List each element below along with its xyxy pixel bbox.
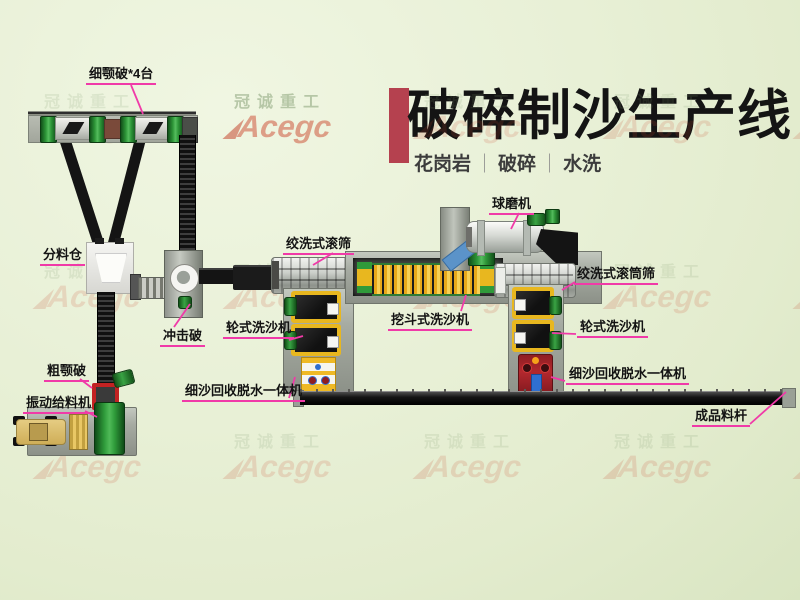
title-accent-bar: [389, 88, 409, 163]
end-cap-green: [357, 262, 372, 269]
label-dividing-bin: 分料仓: [40, 247, 86, 266]
label-fine-sand-right: 细沙回收脱水一体机: [566, 366, 690, 385]
subtitle-process-2: 水洗: [563, 154, 602, 175]
end-cap-green: [357, 286, 372, 293]
bin-inlet: [115, 238, 124, 244]
label-coarse-jaw: 粗颚破: [44, 363, 90, 382]
end-cap-yellow: [357, 269, 372, 286]
label-ball-mill: 球磨机: [489, 196, 535, 215]
loader-cab: [29, 423, 48, 441]
page-title: 破碎制沙生产线: [407, 86, 792, 146]
drum-cap: [272, 261, 279, 289]
conveyor-rollers: [300, 389, 784, 392]
callout-wheel-left: [288, 335, 304, 341]
washer-panel: [327, 303, 339, 315]
recycler-knob: [308, 376, 317, 385]
ball-mill-machine: [466, 220, 544, 256]
belt-left-diagonal: [58, 135, 105, 247]
callout-ball-mill: [510, 212, 520, 230]
washer-panel: [327, 336, 339, 348]
subtitle-divider: ｜: [540, 154, 560, 175]
callout-product: [749, 391, 787, 425]
label-wheel-washer-right: 轮式洗沙机: [577, 319, 649, 338]
fine-sand-recycler-left-machine: [301, 357, 336, 394]
label-fine-jaw: 细颚破*4台: [86, 66, 157, 85]
label-impact-crusher: 冲击破: [160, 328, 206, 347]
drum-motor: [233, 265, 273, 290]
callout-impact: [173, 303, 191, 328]
label-fine-sand-left: 细沙回收脱水一体机: [182, 383, 306, 402]
impact-crusher-rotor: [170, 264, 199, 293]
vertical-belt: [97, 292, 115, 386]
transfer-belt: [199, 268, 235, 284]
callout-drum-right: [561, 281, 576, 291]
drum-band: [496, 274, 574, 276]
recycler-knob: [315, 364, 321, 370]
dividing-bin: [86, 238, 134, 294]
recycler-wheel: [522, 363, 532, 373]
callout-bucket-washer: [460, 294, 467, 312]
bucket-elevator-belt: [179, 135, 196, 253]
end-cap-green: [480, 286, 495, 293]
callout-drum-left: [312, 252, 334, 266]
drum-band: [273, 279, 353, 281]
bucket-line-end-left: [357, 262, 372, 293]
label-product-bar: 成品料杆: [692, 408, 751, 427]
recycler-dot-orange: [532, 357, 539, 364]
label-bucket-washer: 挖斗式洗沙机: [388, 312, 473, 331]
product-conveyor: [300, 389, 784, 405]
mill-flange: [477, 220, 485, 256]
callout-fs-left: [288, 376, 296, 399]
subtitle-material: 花岗岩: [414, 154, 472, 175]
wheel-loader: [13, 414, 88, 450]
recycler-band: [302, 363, 335, 371]
wheel-washer-right-2: [512, 320, 554, 352]
subtitle-process-1: 破碎: [498, 154, 537, 175]
end-cap-yellow: [480, 269, 495, 286]
impact-crusher-body: [164, 250, 203, 318]
loader-bucket-blade: [69, 414, 88, 450]
page-subtitle: 花岗岩｜破碎｜水洗: [414, 149, 601, 176]
label-wheel-washer-left: 轮式洗沙机: [223, 320, 295, 339]
bin-inlet: [95, 238, 104, 244]
drum-cap: [495, 267, 506, 294]
belt-right-diagonal: [107, 135, 147, 247]
label-vibrating-feeder: 振动给料机: [23, 395, 95, 414]
subtitle-divider: ｜: [475, 154, 495, 175]
label-drum-washer-left: 绞洗式滚筛: [283, 236, 355, 255]
mill-end: [466, 227, 472, 247]
recycler-band: [302, 375, 335, 385]
label-drum-washer-right: 绞洗式滚筒筛: [574, 266, 659, 285]
washer-motor: [549, 331, 562, 350]
washer-motor: [284, 297, 297, 316]
recycler-knob: [321, 376, 330, 385]
washer-panel: [514, 332, 526, 344]
drum-washer-left-machine: [271, 257, 355, 294]
callout-fine-jaw: [130, 84, 144, 115]
recycler-wheel: [540, 363, 550, 373]
drum-band: [273, 268, 353, 270]
callout-wheel-right: [551, 332, 577, 335]
vibrating-feeder: [94, 402, 125, 455]
mill-feeder-green: [545, 209, 560, 224]
callout-fs-right: [550, 376, 566, 382]
washer-panel: [514, 299, 526, 311]
washer-motor: [549, 296, 562, 315]
